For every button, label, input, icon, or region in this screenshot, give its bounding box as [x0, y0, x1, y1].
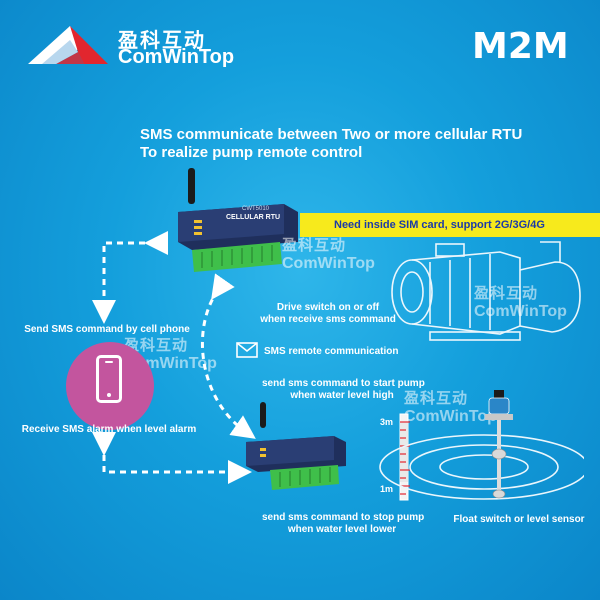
cellular-rtu-device-main: CWT5010 CELLULAR RTU	[172, 168, 302, 278]
watermark-left: 盈科互动 ComWinTop	[124, 334, 217, 373]
watermark-cn: 盈科互动	[404, 390, 469, 407]
drive-caption-line-1: Drive switch on or off	[276, 302, 380, 313]
drive-caption-line-2: when receive sms command	[260, 314, 396, 325]
sms-remote-caption: SMS remote communication	[264, 346, 399, 357]
send-sms-caption: Send SMS command by cell phone	[24, 324, 190, 335]
watermark-en: ComWinTop	[282, 255, 375, 272]
rtu-device-small-icon	[246, 402, 346, 490]
start-pump-caption: send sms command to start pump when wate…	[262, 378, 425, 402]
watermark-cn: 盈科互动	[282, 237, 347, 254]
water-ripple-icon	[379, 434, 584, 500]
brand-name-en: ComWinTop	[118, 46, 235, 68]
rtu-model-label: CELLULAR RTU	[226, 214, 281, 221]
watermark-right: 盈科互动 ComWinTop	[474, 282, 567, 321]
m2m-tag: M2M	[472, 26, 569, 67]
header: 盈科互动 ComWinTop M2M	[0, 0, 600, 92]
cell-phone-icon	[96, 355, 122, 403]
drive-switch-caption: Drive switch on or off when receive sms …	[258, 302, 398, 326]
float-switch-caption: Float switch or level sensor	[453, 514, 585, 525]
watermark-en: ComWinTop	[404, 408, 497, 425]
watermark-cn: 盈科互动	[474, 285, 539, 302]
water-level-gauge-icon	[399, 413, 410, 501]
watermark-center: 盈科互动 ComWinTop	[282, 234, 375, 273]
start-caption-line-1: send sms command to start pump	[262, 378, 425, 389]
stop-caption-line-2: when water level lower	[287, 524, 397, 535]
brand-name-cn: 盈科互动	[118, 30, 206, 52]
watermark-cn: 盈科互动	[124, 337, 189, 354]
float-switch-sensor-icon	[485, 390, 513, 499]
headline-line-2: To realize pump remote control	[140, 144, 363, 161]
watermark-en: ComWinTop	[474, 303, 567, 320]
gauge-top-label: 3m	[380, 417, 394, 427]
gauge-bottom-label: 1m	[380, 484, 394, 494]
watermark-lower: 盈科互动 ComWinTop	[404, 387, 497, 426]
stop-caption-line-1: send sms command to stop pump	[262, 512, 425, 523]
cellular-rtu-device-secondary	[240, 402, 350, 497]
stop-pump-caption: send sms command to stop pump when water…	[262, 512, 425, 536]
water-pump-icon	[391, 241, 581, 341]
rtu-brand-label: CWT5010	[242, 206, 270, 212]
envelope-icon	[236, 342, 258, 358]
sim-card-banner: Need inside SIM card, support 2G/3G/4G	[300, 213, 600, 237]
rtu-device-icon	[178, 168, 298, 272]
headline-line-1: SMS communicate between Two or more cell…	[140, 126, 523, 143]
comwintop-logo-icon	[28, 26, 108, 64]
receive-alarm-caption: Receive SMS alarm when level alarm	[21, 424, 197, 435]
start-caption-line-2: when water level high	[290, 390, 394, 401]
